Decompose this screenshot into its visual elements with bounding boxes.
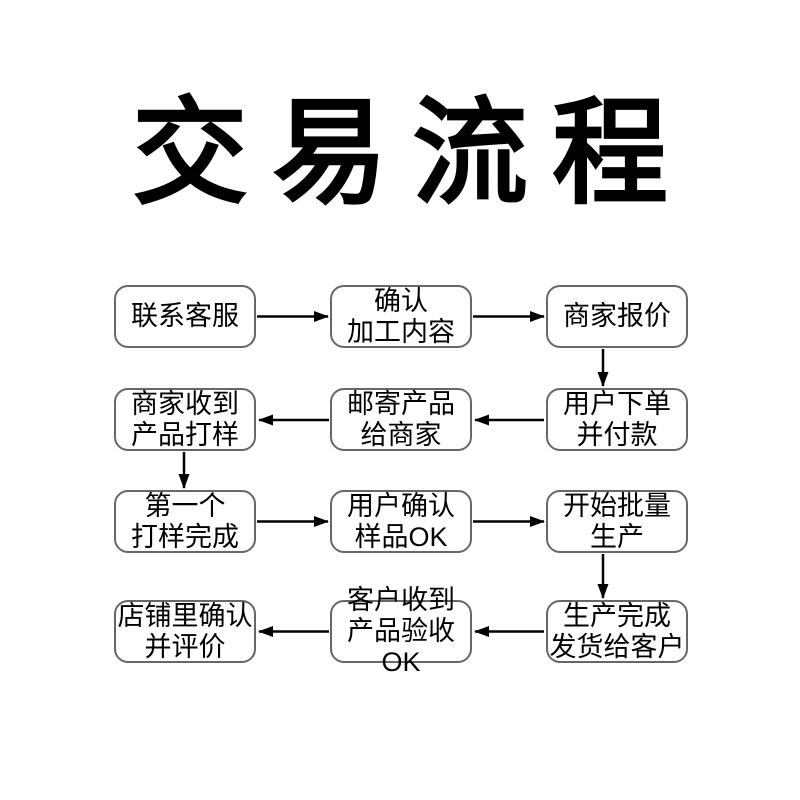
- page-title: 交易流程: [132, 85, 692, 221]
- flow-node-contact-support: 联系客服: [114, 285, 256, 348]
- flow-node-merchant-quote: 商家报价: [546, 285, 688, 348]
- flow-node-mail-product: 邮寄产品 给商家: [330, 388, 472, 451]
- flow-node-confirm-processing: 确认 加工内容: [330, 285, 472, 348]
- flow-node-store-confirm-review: 店铺里确认 并评价: [114, 600, 256, 663]
- flow-node-production-done-ship: 生产完成 发货给客户: [546, 600, 688, 663]
- flow-node-start-mass-production: 开始批量 生产: [546, 490, 688, 553]
- flow-node-user-confirm-sample: 用户确认 样品OK: [330, 490, 472, 553]
- flow-node-merchant-receive-sample: 商家收到 产品打样: [114, 388, 256, 451]
- flow-node-customer-receive-check: 客户收到 产品验收OK: [330, 585, 472, 677]
- flow-node-user-order-pay: 用户下单 并付款: [546, 388, 688, 451]
- flow-node-first-sample-done: 第一个 打样完成: [114, 490, 256, 553]
